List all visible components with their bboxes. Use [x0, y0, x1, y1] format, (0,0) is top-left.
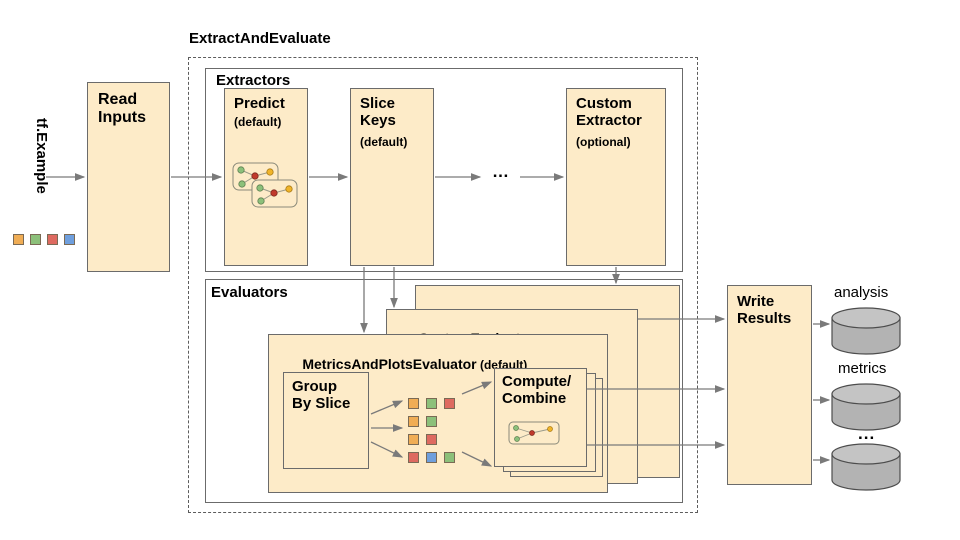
write-results-label: Write Results [737, 293, 792, 327]
evaluators-label: Evaluators [211, 284, 288, 301]
extract-and-evaluate-title: ExtractAndEvaluate [189, 30, 331, 47]
write-results-box[interactable]: Write Results [727, 285, 812, 485]
extractor-custom-name: Custom Extractor [576, 95, 642, 129]
extractor-predict-name: Predict [234, 95, 285, 112]
slice-cell [408, 434, 419, 445]
group-by-slice-label: Group By Slice [292, 378, 351, 412]
evaluator-metrics-label: MetricsAndPlotsEvaluator (default) [279, 341, 527, 388]
output-metrics-cylinder[interactable] [830, 383, 910, 432]
evaluator-metrics-name: MetricsAndPlotsEvaluator [302, 355, 477, 372]
legend-swatch-blue [64, 234, 75, 245]
input-label: tf.Example [33, 118, 50, 194]
slice-cell [408, 416, 419, 427]
compute-combine-box[interactable]: Compute/ Combine [494, 368, 587, 467]
extractor-slice-keys-box[interactable]: Slice Keys (default) [350, 88, 434, 266]
extractors-label: Extractors [216, 72, 291, 89]
extractor-slice-keys-name: Slice Keys [360, 95, 396, 129]
slice-cell [426, 416, 437, 427]
legend-swatch-green [30, 234, 41, 245]
slice-cell [444, 398, 455, 409]
output-more-label: ... [858, 424, 876, 443]
legend-swatch-orange [13, 234, 24, 245]
extractor-predict-qualifier: (default) [234, 115, 282, 129]
output-analysis-cylinder[interactable] [830, 307, 910, 356]
slice-cell [426, 434, 437, 445]
extractor-custom-box[interactable]: Custom Extractor (optional) [566, 88, 666, 266]
legend-swatch-red [47, 234, 58, 245]
read-inputs-label: Read Inputs [98, 91, 146, 126]
slice-cell [444, 452, 455, 463]
slice-cell [408, 452, 419, 463]
slice-cell [408, 398, 419, 409]
slice-cell [426, 398, 437, 409]
output-analysis-label: analysis [834, 284, 889, 301]
extractor-custom-qualifier: (optional) [576, 135, 631, 149]
extractor-predict-box[interactable]: Predict (default) [224, 88, 308, 266]
compute-combine-label: Compute/ Combine [502, 373, 572, 407]
output-more-cylinder[interactable] [830, 443, 910, 492]
read-inputs-box[interactable]: Read Inputs [87, 82, 170, 272]
slice-cell [426, 452, 437, 463]
group-by-slice-box[interactable]: Group By Slice [283, 372, 369, 469]
output-metrics-label: metrics [838, 360, 887, 377]
extractor-slice-keys-qualifier: (default) [360, 135, 408, 149]
extractors-ellipsis: … [492, 162, 510, 181]
model-graph-icon [232, 162, 298, 208]
metric-graph-icon [508, 421, 560, 445]
extract-and-evaluate-container [188, 57, 698, 513]
